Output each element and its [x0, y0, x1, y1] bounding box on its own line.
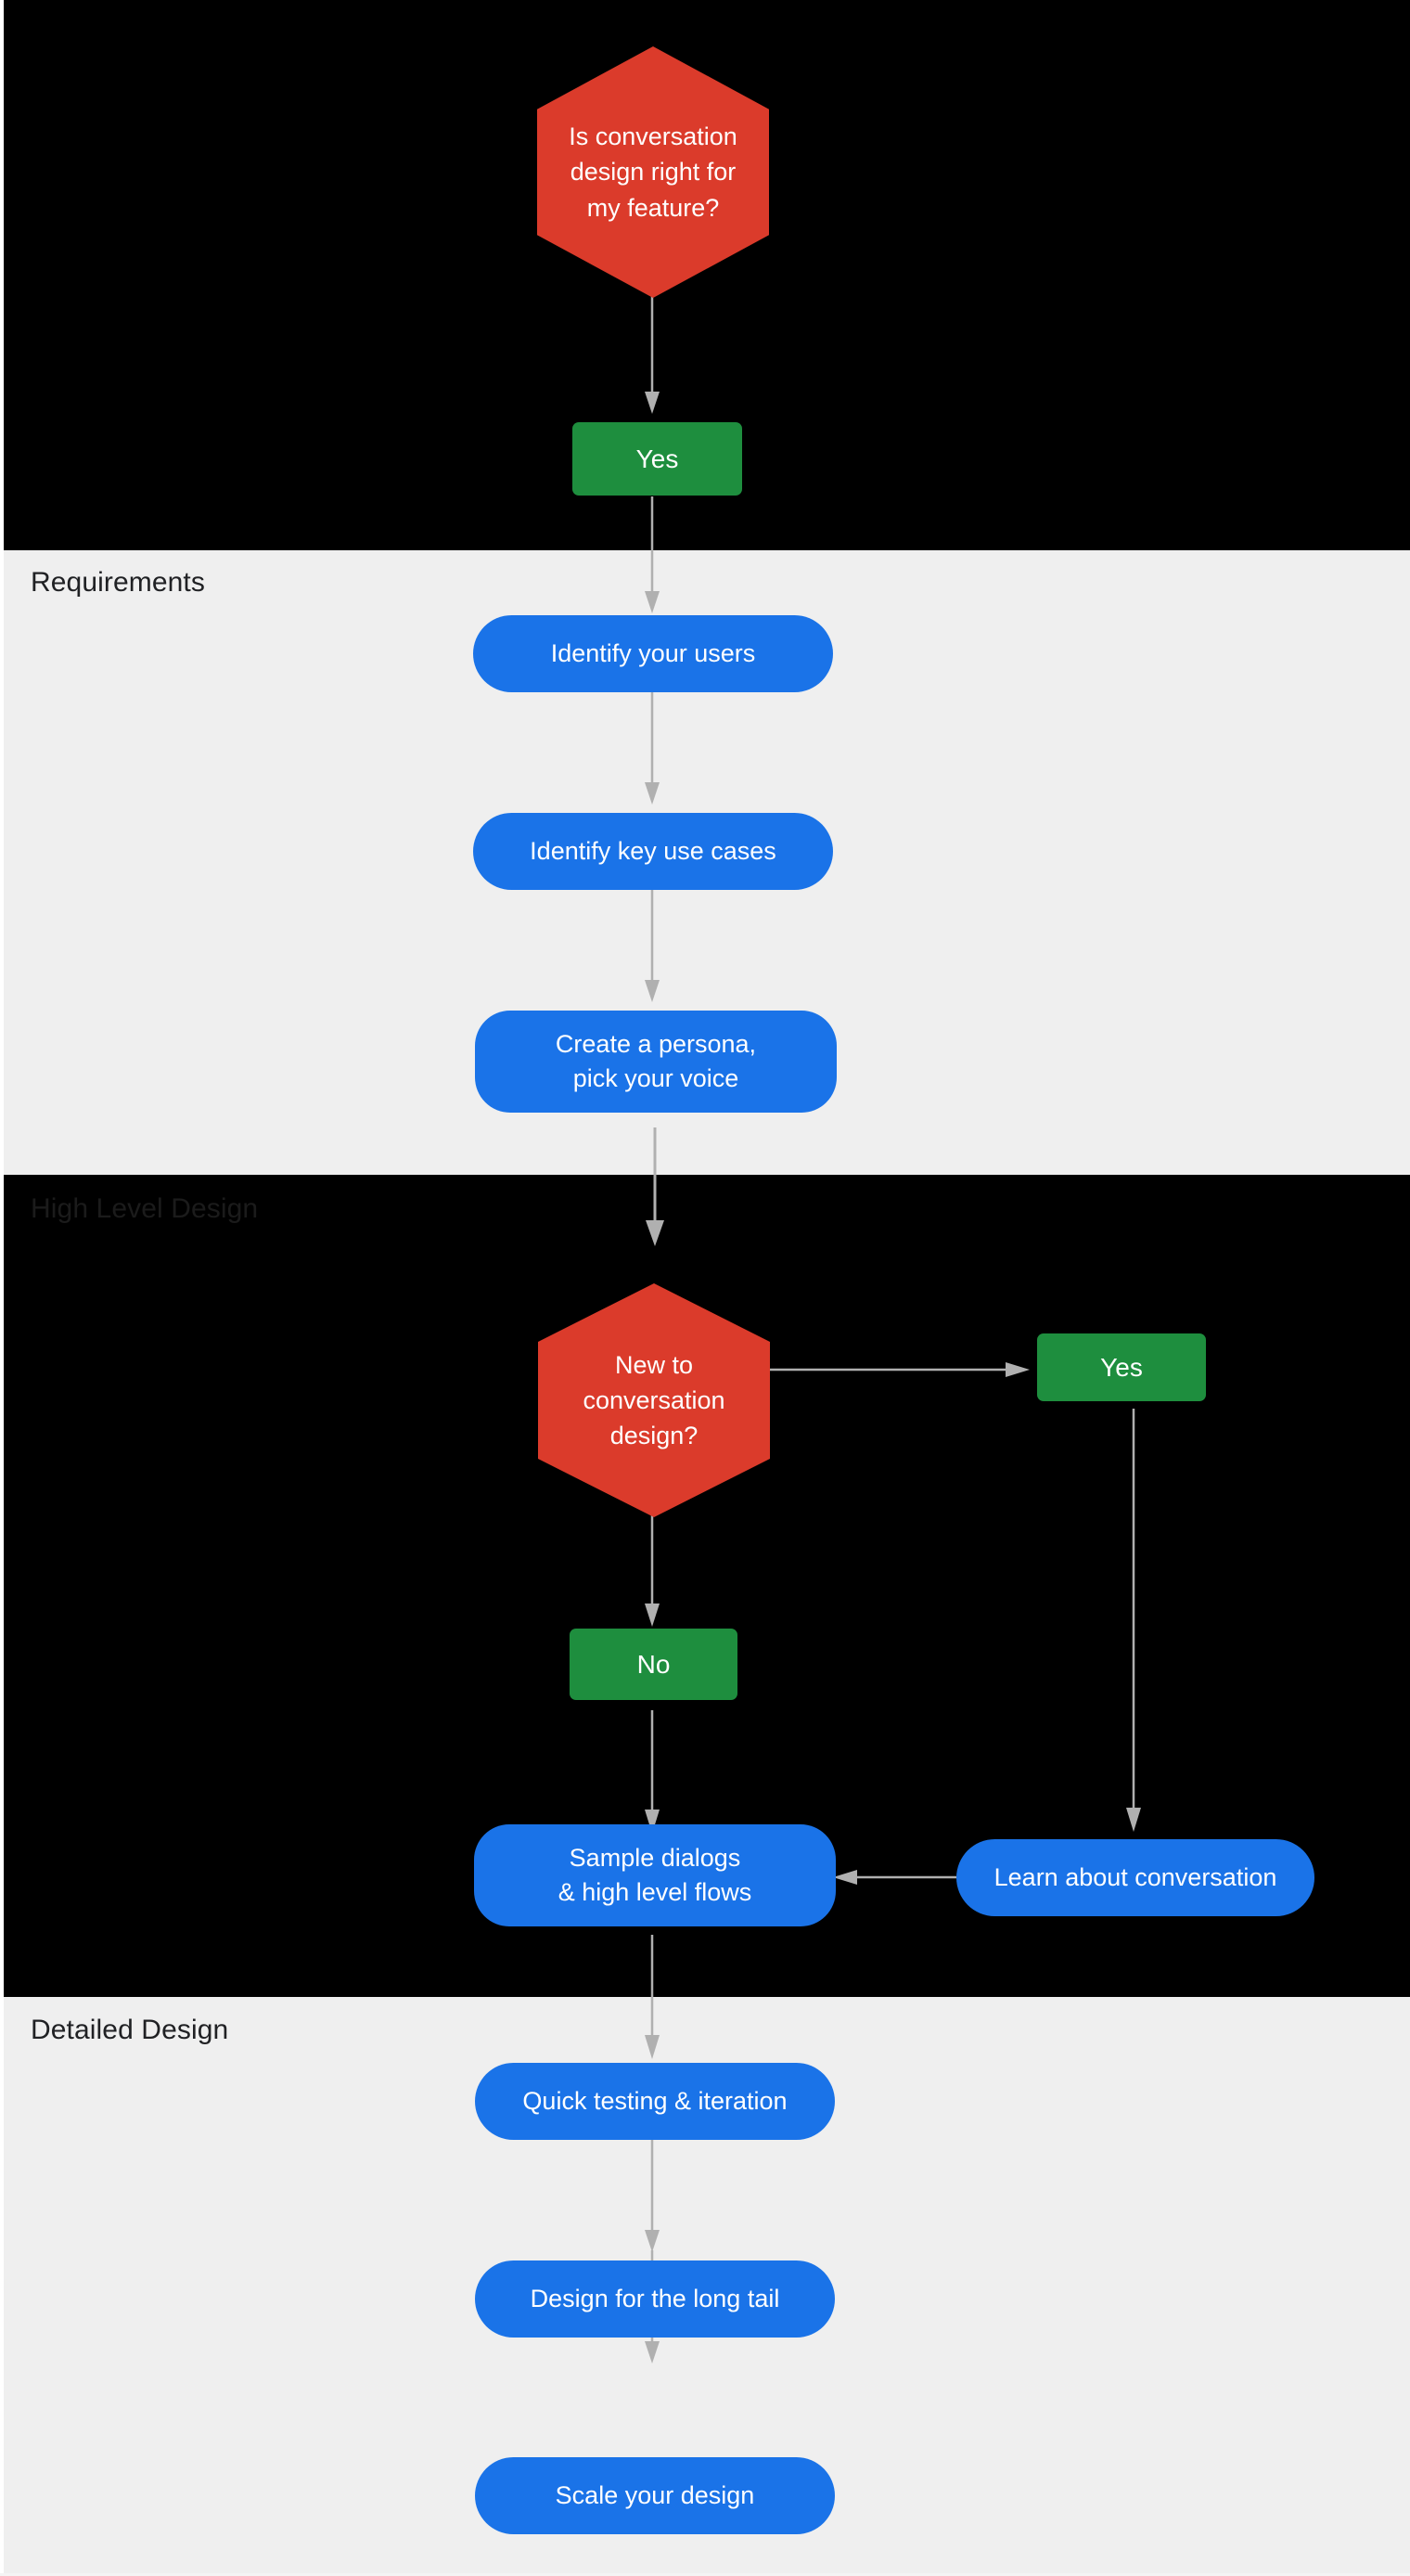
- canvas-bottom-edge: [0, 2573, 1410, 2576]
- step-node-label: Scale your design: [555, 2480, 755, 2509]
- step-node-label: Quick testing & iteration: [522, 2086, 788, 2115]
- step-node-create-persona[interactable]: Create a persona, pick your voice: [475, 1011, 837, 1113]
- step-node-label-group: Create a persona, pick your voice: [556, 1027, 756, 1097]
- connector-users-to-usecases: [638, 691, 666, 807]
- step-node-label-line1: Create a persona,: [555, 1029, 757, 1058]
- connector-decision-new-to-yes2: [770, 1359, 1034, 1381]
- step-node-sample-dialogs[interactable]: Sample dialogs & high level flows: [474, 1824, 836, 1926]
- answer-node-yes-2[interactable]: Yes: [1037, 1333, 1206, 1401]
- step-node-label: Learn about conversation: [993, 1862, 1277, 1891]
- step-node-label: Identify key use cases: [530, 836, 776, 865]
- connector-yes1-to-users: [638, 496, 666, 617]
- step-node-learn-about-conversation[interactable]: Learn about conversation: [956, 1839, 1314, 1916]
- section-label-requirements: Requirements: [31, 567, 205, 598]
- decision-node-new-to-conversation-design[interactable]: New to conversation design?: [538, 1283, 770, 1517]
- step-node-label-group: Sample dialogs & high level flows: [558, 1841, 752, 1911]
- connector-persona-to-decision-new: [641, 1127, 669, 1248]
- decision-node-label: Is conversation design right for my feat…: [569, 122, 737, 222]
- step-node-design-for-long-tail[interactable]: Design for the long tail: [475, 2260, 835, 2338]
- step-node-label: Design for the long tail: [530, 2284, 780, 2312]
- answer-node-no[interactable]: No: [570, 1629, 737, 1700]
- step-node-identify-key-use-cases[interactable]: Identify key use cases: [473, 813, 833, 890]
- step-node-quick-testing-iteration[interactable]: Quick testing & iteration: [475, 2063, 835, 2140]
- step-node-label-line2: & high level flows: [558, 1878, 752, 1906]
- connector-samples-to-testing: [638, 1935, 666, 2061]
- connector-usecases-to-persona: [638, 889, 666, 1005]
- step-node-label-line2: pick your voice: [572, 1064, 739, 1092]
- connector-testing-to-longtail: [638, 2139, 666, 2255]
- connector-start-to-yes1: [638, 295, 666, 416]
- step-node-label-line1: Sample dialogs: [569, 1843, 741, 1872]
- connector-no-to-samples: [638, 1710, 666, 1835]
- decision-node-label: New to conversation design?: [583, 1350, 725, 1450]
- answer-node-label: Yes: [1100, 1352, 1143, 1382]
- answer-node-yes-1[interactable]: Yes: [572, 422, 742, 496]
- connector-yes2-to-learn: [1120, 1409, 1147, 1835]
- step-node-scale-your-design[interactable]: Scale your design: [475, 2457, 835, 2534]
- section-label-high-level: High Level Design: [31, 1193, 259, 1224]
- canvas-left-edge: [0, 0, 4, 2576]
- step-node-label: Identify your users: [550, 638, 756, 667]
- section-label-detailed: Detailed Design: [31, 2015, 229, 2045]
- decision-node-conversation-design-right[interactable]: Is conversation design right for my feat…: [537, 46, 769, 298]
- answer-node-label: No: [636, 1649, 671, 1679]
- connector-decision-new-to-no: [638, 1506, 666, 1629]
- connector-learn-to-samples: [831, 1866, 956, 1888]
- step-node-identify-your-users[interactable]: Identify your users: [473, 615, 833, 692]
- answer-node-label: Yes: [635, 444, 679, 473]
